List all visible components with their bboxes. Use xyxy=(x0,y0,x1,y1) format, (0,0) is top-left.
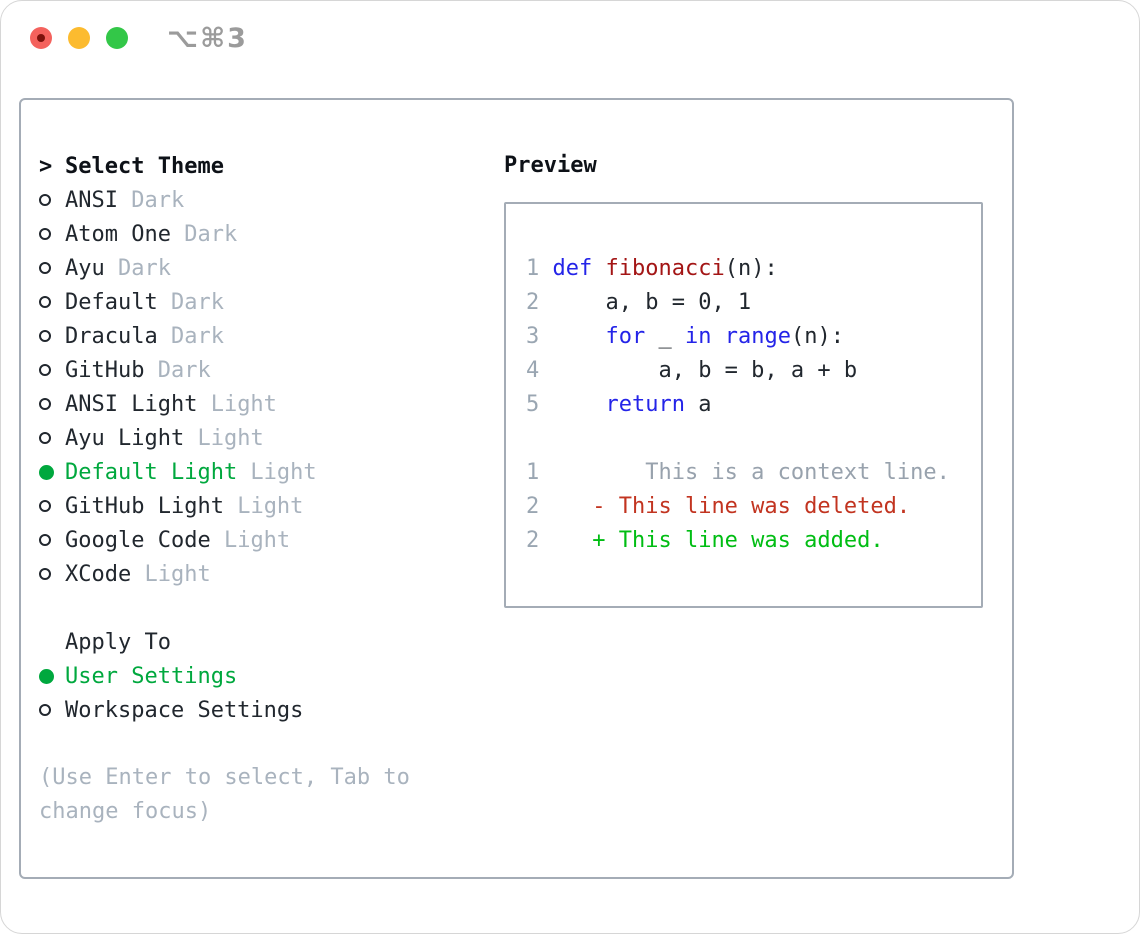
help-text: (Use Enter to select, Tab to change focu… xyxy=(39,765,410,824)
title-bar: ⌥⌘3 xyxy=(1,1,1139,98)
radio-selected-icon xyxy=(39,668,54,684)
radio-icon xyxy=(39,262,51,274)
code-line: 1 def fibonacci(n): xyxy=(526,256,778,281)
option-variant-label: Dark xyxy=(157,323,224,349)
radio-selected-icon xyxy=(39,464,54,480)
code-line: 4 a, b = b, a + b xyxy=(526,358,858,383)
option-label: Ayu Light xyxy=(65,425,185,451)
apply-to-header: Apply To xyxy=(39,625,504,659)
option-variant-label: Light xyxy=(237,459,317,485)
close-button[interactable] xyxy=(30,27,52,49)
theme-option-github-light[interactable]: GitHub Light Light xyxy=(39,489,504,523)
code-line: 3 for _ in range(n): xyxy=(526,324,844,349)
option-label: Default Light xyxy=(65,459,238,485)
apply-option-workspace-settings[interactable]: Workspace Settings xyxy=(39,693,504,727)
radio-icon xyxy=(39,228,51,240)
option-variant-label: Light xyxy=(184,425,264,451)
theme-option-google-code[interactable]: Google Code Light xyxy=(39,523,504,557)
option-label: Workspace Settings xyxy=(65,697,304,723)
apply-to-label: Apply To xyxy=(65,629,171,655)
option-label: Ayu xyxy=(65,255,105,281)
window-title: ⌥⌘3 xyxy=(167,23,248,54)
option-variant-label: Light xyxy=(131,561,211,587)
select-theme-header: > Select Theme xyxy=(39,149,504,183)
option-label: ANSI xyxy=(65,187,118,213)
minimize-button[interactable] xyxy=(68,27,90,49)
radio-icon xyxy=(39,398,51,410)
theme-option-github[interactable]: GitHub Dark xyxy=(39,353,504,387)
theme-option-dracula[interactable]: Dracula Dark xyxy=(39,319,504,353)
option-variant-label: Light xyxy=(197,391,277,417)
theme-option-atom-one[interactable]: Atom One Dark xyxy=(39,217,504,251)
theme-option-default[interactable]: Default Dark xyxy=(39,285,504,319)
option-label: ANSI Light xyxy=(65,391,198,417)
theme-option-default-light[interactable]: Default Light Light xyxy=(39,455,504,489)
option-variant-label: Dark xyxy=(117,187,185,213)
radio-icon xyxy=(39,364,51,376)
option-label: GitHub xyxy=(65,357,145,383)
preview-column: Preview 1 def fibonacci(n): 2 a, b = 0, 1… xyxy=(504,149,1012,877)
code-line: 2 + This line was added. xyxy=(526,528,884,553)
theme-option-ansi-light[interactable]: ANSI Light Light xyxy=(39,387,504,421)
option-label: Dracula xyxy=(65,323,158,349)
option-label: Google Code xyxy=(65,527,211,553)
option-label: GitHub Light xyxy=(65,493,224,519)
radio-icon xyxy=(39,296,51,308)
select-theme-label: Select Theme xyxy=(65,153,224,179)
preview-pane: 1 def fibonacci(n): 2 a, b = 0, 1 3 for _ … xyxy=(504,202,983,608)
preview-label: Preview xyxy=(504,153,597,178)
radio-icon xyxy=(39,500,51,512)
radio-icon xyxy=(39,432,51,444)
option-variant-label: Dark xyxy=(170,221,238,247)
option-variant-label: Dark xyxy=(104,255,171,281)
radio-icon xyxy=(39,704,51,716)
zoom-button[interactable] xyxy=(106,27,128,49)
theme-option-ayu-light[interactable]: Ayu Light Light xyxy=(39,421,504,455)
radio-icon xyxy=(39,568,51,580)
theme-option-ayu[interactable]: Ayu Dark xyxy=(39,251,504,285)
option-label: Atom One xyxy=(65,221,171,247)
option-variant-label: Dark xyxy=(144,357,211,383)
code-line: 1 This is a context line. xyxy=(526,460,950,485)
option-variant-label: Dark xyxy=(157,289,224,315)
radio-icon xyxy=(39,194,51,206)
focus-cursor-icon: > xyxy=(39,153,53,179)
code-line: 2 a, b = 0, 1 xyxy=(526,290,752,315)
radio-icon xyxy=(39,330,51,342)
code-line xyxy=(526,422,981,456)
radio-icon xyxy=(39,534,51,546)
option-label: XCode xyxy=(65,561,132,587)
code-line: 2 - This line was deleted. xyxy=(526,494,911,519)
theme-option-xcode[interactable]: XCode Light xyxy=(39,557,504,591)
option-variant-label: Light xyxy=(223,493,304,519)
option-variant-label: Light xyxy=(210,527,291,553)
option-label: Default xyxy=(65,289,158,315)
option-label: User Settings xyxy=(65,663,238,689)
code-line: 5 return a xyxy=(526,392,712,417)
apply-option-user-settings[interactable]: User Settings xyxy=(39,659,504,693)
theme-option-ansi[interactable]: ANSI Dark xyxy=(39,183,504,217)
